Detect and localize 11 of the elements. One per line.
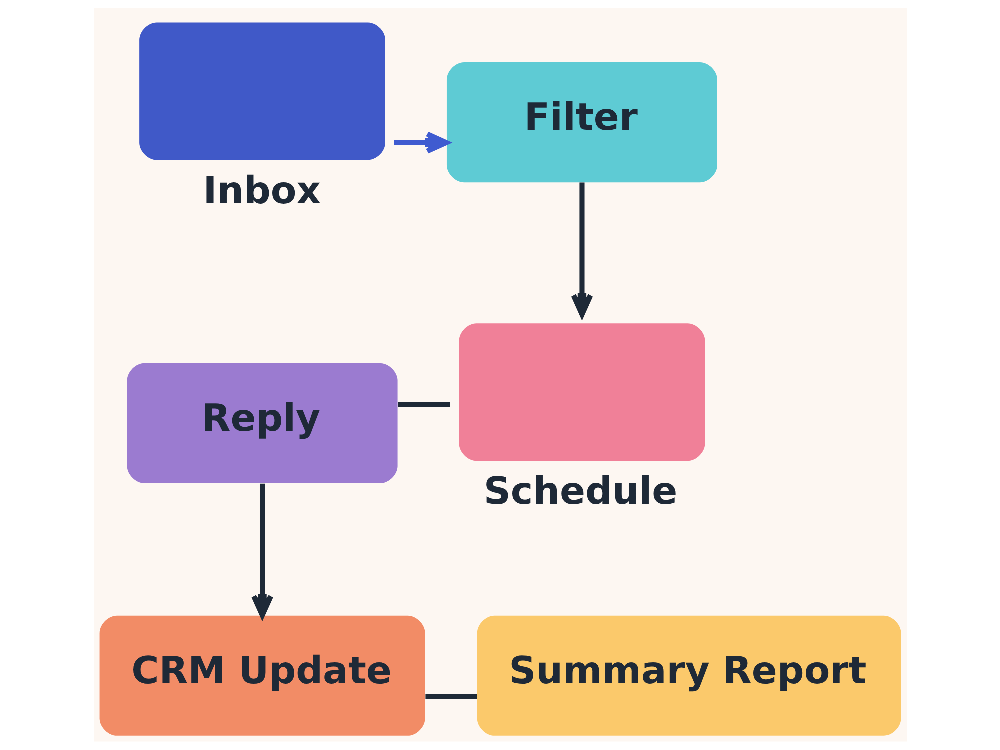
node-box: Summary Report: [476, 616, 901, 736]
node-label: Inbox: [202, 168, 321, 212]
node-box: Filter: [446, 62, 717, 183]
arrow: [251, 484, 274, 618]
node-box: Reply: [126, 363, 398, 484]
connector: [398, 402, 450, 408]
node-box: CRM Update: [99, 616, 425, 736]
node-box: [139, 22, 385, 160]
node-label: Schedule: [483, 469, 678, 514]
connector: [425, 694, 477, 700]
node-box: [458, 324, 705, 462]
